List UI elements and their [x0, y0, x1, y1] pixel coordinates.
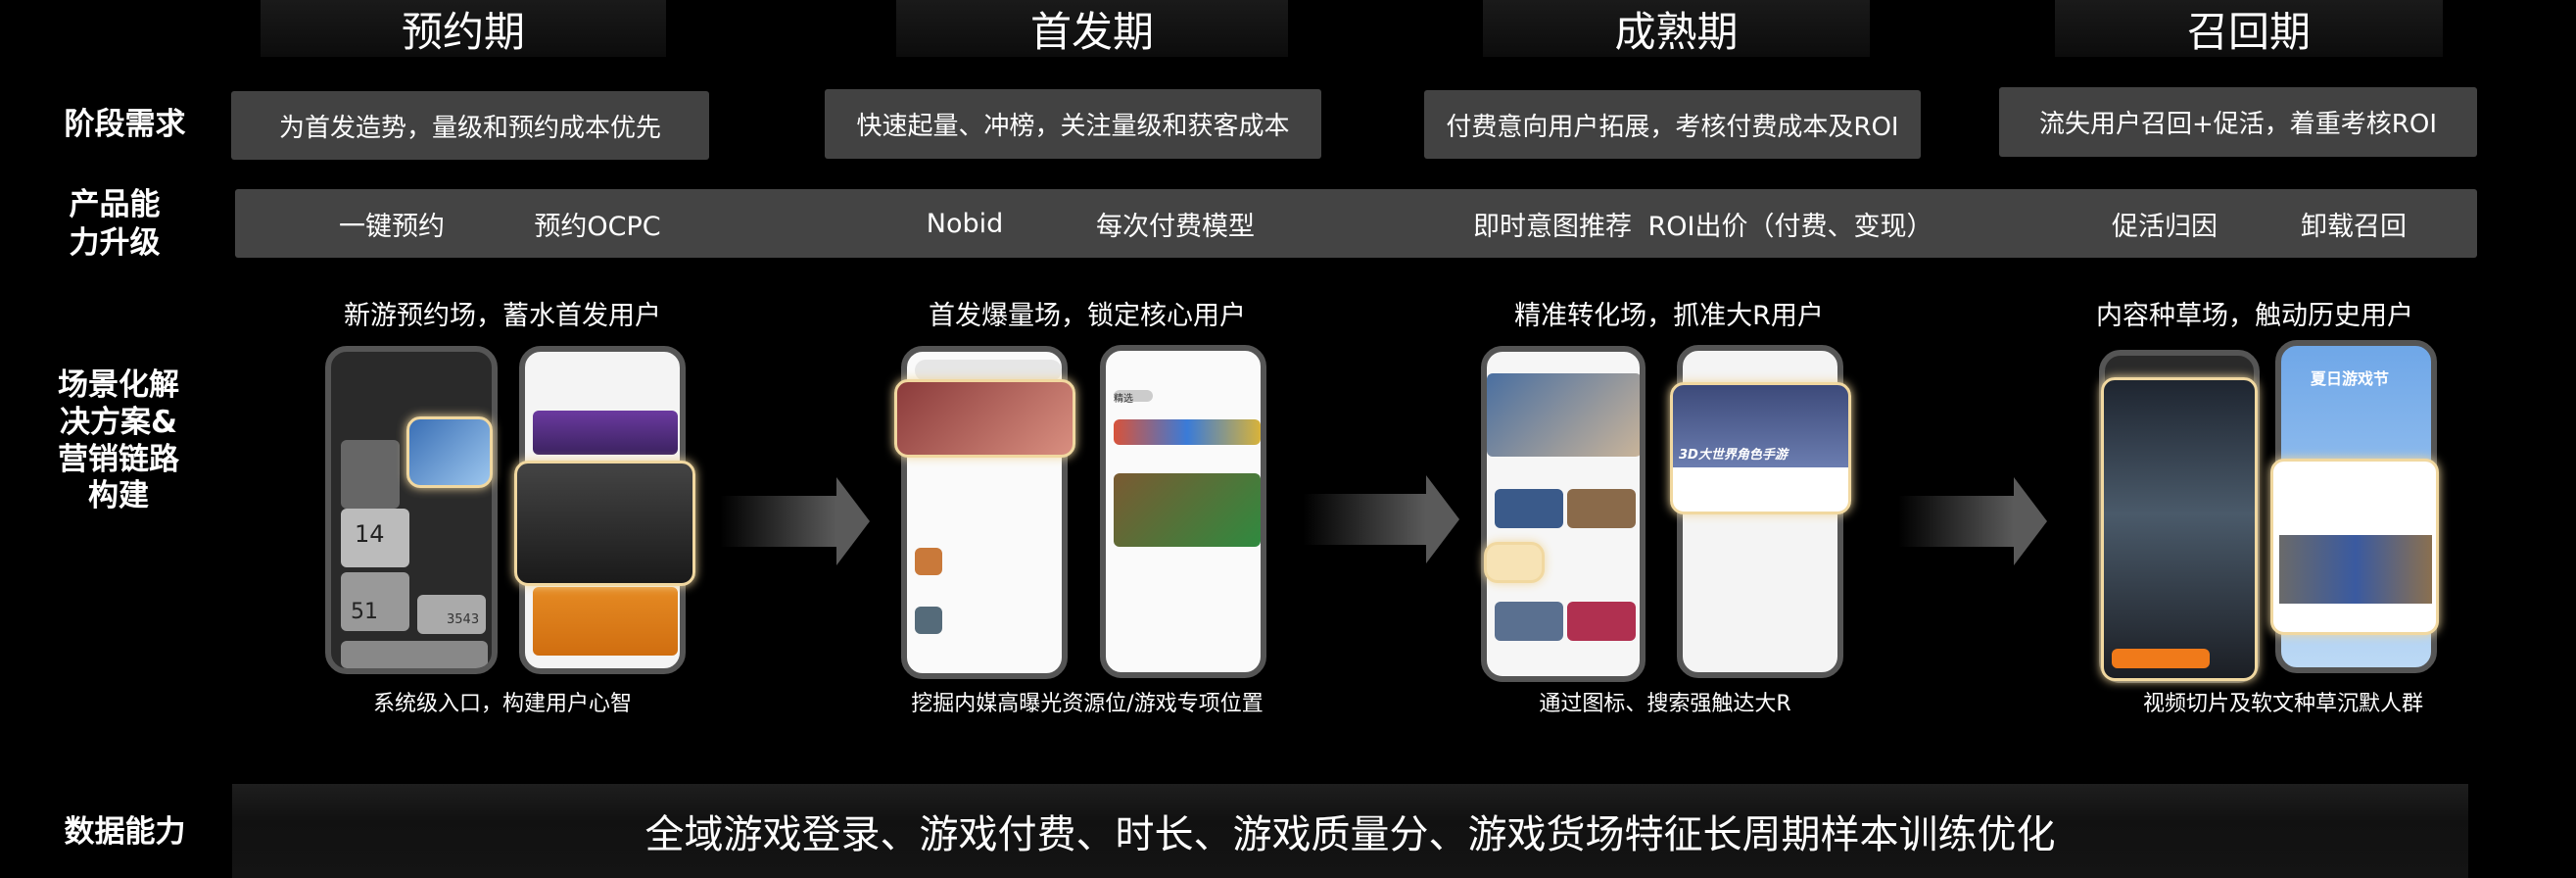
- scene-title: 内容种草场，触动历史用户: [2096, 301, 2413, 331]
- product-item: 每次付费模型: [1096, 211, 1255, 242]
- widget-battery: 51: [341, 572, 409, 631]
- phone-screenshot-home: 14 51 3543: [325, 346, 498, 674]
- row-label-product: 产品能力升级: [69, 187, 161, 261]
- product-item: 卸载召回: [2301, 211, 2407, 242]
- demand-box-recall: 流失用户召回+促活，着重考核ROI: [1999, 87, 2477, 157]
- stage-header-reservation: 预约期: [261, 0, 666, 57]
- phone-screenshot-video-home: [1481, 346, 1646, 682]
- highlight-search-result: 3D大世界角色手游: [1670, 382, 1851, 514]
- stage-header-mature: 成熟期: [1483, 0, 1870, 57]
- highlight-game-icon: [1484, 542, 1545, 583]
- product-item: ROI出价（付费、变现）: [1647, 211, 1933, 242]
- product-item: Nobid: [926, 208, 1004, 239]
- arrow-right-icon: [1898, 477, 2047, 565]
- scene-title: 首发爆量场，锁定核心用户: [929, 301, 1246, 331]
- product-item: 促活归因: [2112, 211, 2218, 242]
- row-label-demand: 阶段需求: [64, 107, 186, 142]
- widget-steps: 3543: [417, 595, 486, 634]
- demand-text: 流失用户召回+促活，着重考核ROI: [2039, 110, 2437, 139]
- row-label-data: 数据能力: [64, 814, 186, 850]
- scene-caption: 挖掘内媒高曝光资源位/游戏专项位置: [911, 692, 1264, 716]
- data-capability-bar: 全域游戏登录、游戏付费、时长、游戏质量分、游戏货场特征长周期样本训练优化: [232, 784, 2468, 878]
- product-item: 预约OCPC: [534, 211, 661, 242]
- event-title: 夏日游戏节: [2311, 369, 2390, 388]
- highlight-video-clip: [2101, 377, 2258, 681]
- demand-text: 快速起量、冲榜，关注量级和获客成本: [856, 112, 1290, 141]
- tab-label: 精选: [1114, 390, 1153, 405]
- demand-box-mature: 付费意向用户拓展，考核付费成本及ROI: [1424, 90, 1921, 159]
- demand-box-reservation: 为首发造势，量级和预约成本优先: [231, 91, 709, 160]
- demand-text: 为首发造势，量级和预约成本优先: [278, 113, 661, 143]
- stage-header-recall: 召回期: [2055, 0, 2443, 57]
- scene-title: 新游预约场，蓄水首发用户: [344, 301, 661, 331]
- demand-text: 付费意向用户拓展，考核付费成本及ROI: [1446, 112, 1899, 142]
- row-label-scene: 场景化解决方案&营销链路构建: [58, 367, 179, 514]
- demand-box-launch: 快速起量、冲榜，关注量级和获客成本: [825, 89, 1321, 159]
- highlight-game-widget: [406, 416, 493, 488]
- arrow-right-icon: [720, 477, 870, 565]
- product-item: 即时意图推荐: [1473, 211, 1632, 242]
- highlight-video-ad: [514, 461, 695, 586]
- search-ad-text: 3D大世界角色手游: [1679, 448, 1788, 463]
- highlight-article: [2270, 459, 2439, 635]
- widget-date: 14: [341, 509, 409, 567]
- scene-caption: 通过图标、搜索强触达大R: [1539, 692, 1791, 716]
- scene-caption: 系统级入口，构建用户心智: [372, 692, 633, 716]
- highlight-banner-ad: [894, 379, 1075, 458]
- scene-title: 精准转化场，抓准大R用户: [1514, 301, 1824, 331]
- product-item: 一键预约: [339, 211, 445, 242]
- product-capability-bar: [235, 189, 2477, 258]
- scene-caption: 视频切片及软文种草沉默人群: [2142, 692, 2424, 716]
- arrow-right-icon: [1303, 475, 1459, 563]
- stage-header-launch: 首发期: [896, 0, 1288, 57]
- data-capability-text: 全域游戏登录、游戏付费、时长、游戏质量分、游戏货场特征长周期样本训练优化: [644, 812, 2056, 857]
- phone-screenshot-game-center: 精选: [1100, 345, 1266, 678]
